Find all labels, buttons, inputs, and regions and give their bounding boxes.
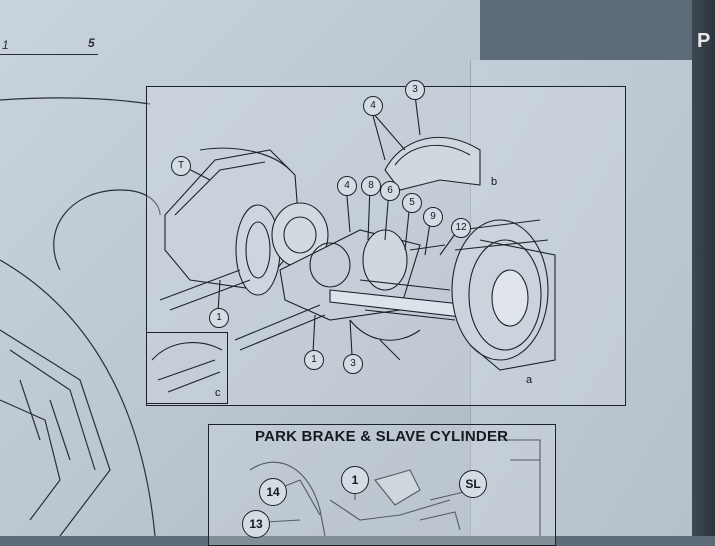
detail-inset-c xyxy=(146,332,228,404)
next-page-edge xyxy=(692,0,715,536)
view-letter-a: a xyxy=(526,374,533,386)
park-brake-title: PARK BRAKE & SLAVE CYLINDER xyxy=(255,428,509,445)
callout-13: 13 xyxy=(242,510,270,538)
callout-6: 6 xyxy=(380,181,400,201)
callout-sl: SL xyxy=(459,470,487,498)
callout-3-bottom: 3 xyxy=(343,354,363,374)
callout-8: 8 xyxy=(361,176,381,196)
callout-9: 9 xyxy=(423,207,443,227)
callout-1-center: 1 xyxy=(304,350,324,370)
page-number-right: 5 xyxy=(88,36,95,50)
callout-1-lower: 1 xyxy=(341,466,369,494)
callout-12: 12 xyxy=(451,218,471,238)
callout-1-left: 1 xyxy=(209,308,229,328)
callout-3-top: 3 xyxy=(405,80,425,100)
view-letter-b: b xyxy=(491,176,498,188)
page-number-left: 1 xyxy=(2,38,9,52)
section-tab-letter: P xyxy=(697,30,711,52)
header-rule xyxy=(0,54,98,55)
view-letter-c: c xyxy=(215,387,221,399)
callout-14: 14 xyxy=(259,478,287,506)
callout-4-top: 4 xyxy=(363,96,383,116)
callout-4: 4 xyxy=(337,176,357,196)
callout-t: T xyxy=(171,156,191,176)
callout-5: 5 xyxy=(402,193,422,213)
